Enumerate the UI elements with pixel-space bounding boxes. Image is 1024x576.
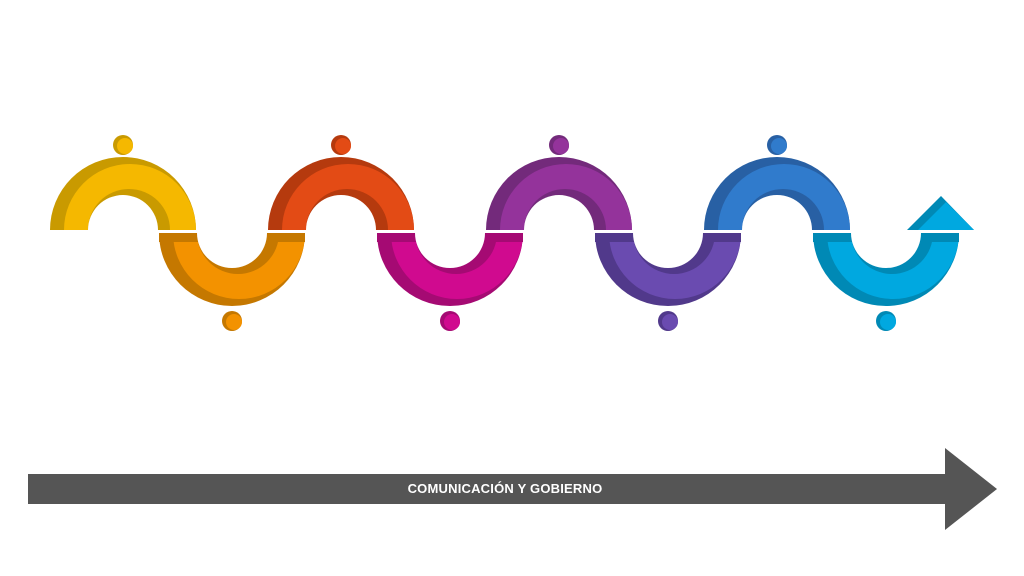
milestone-dot-fill xyxy=(335,138,351,154)
milestone-dot-icon xyxy=(658,311,678,331)
milestone-dot-icon xyxy=(440,311,460,331)
arrow-up-triangle-icon xyxy=(907,196,974,230)
milestone-dot-fill xyxy=(117,138,133,154)
segment-hole xyxy=(851,233,921,268)
timeline-arrow-shaft xyxy=(28,474,946,504)
wave-segment-6 xyxy=(595,233,741,331)
milestone-dot-fill xyxy=(662,314,678,330)
milestone-dot-fill xyxy=(226,314,242,330)
milestone-dot-fill xyxy=(444,314,460,330)
segment-hole xyxy=(197,233,267,268)
wave-segment-8 xyxy=(813,233,959,331)
wave-segment-3 xyxy=(268,135,414,230)
milestone-dot-icon xyxy=(549,135,569,155)
milestone-dot-icon xyxy=(113,135,133,155)
wave-segment-4 xyxy=(377,233,523,331)
milestone-dot-fill xyxy=(771,138,787,154)
wave-segment-2 xyxy=(159,233,305,331)
milestone-dot-fill xyxy=(553,138,569,154)
milestone-dot-icon xyxy=(876,311,896,331)
segment-hole xyxy=(415,233,485,268)
timeline-arrow xyxy=(28,448,997,530)
milestone-dot-icon xyxy=(222,311,242,331)
segment-hole xyxy=(306,195,376,230)
milestone-dot-icon xyxy=(767,135,787,155)
milestone-dot-fill xyxy=(880,314,896,330)
milestone-dot-icon xyxy=(331,135,351,155)
wave-segment-5 xyxy=(486,135,632,230)
timeline-arrow-head xyxy=(945,448,997,530)
wave-segment-1 xyxy=(50,135,196,230)
segment-hole xyxy=(524,195,594,230)
timeline-label: COMUNICACIÓN Y GOBIERNO xyxy=(407,481,603,496)
segment-hole xyxy=(633,233,703,268)
segment-hole xyxy=(88,195,158,230)
wave-segment-7 xyxy=(704,135,850,230)
segment-hole xyxy=(742,195,812,230)
